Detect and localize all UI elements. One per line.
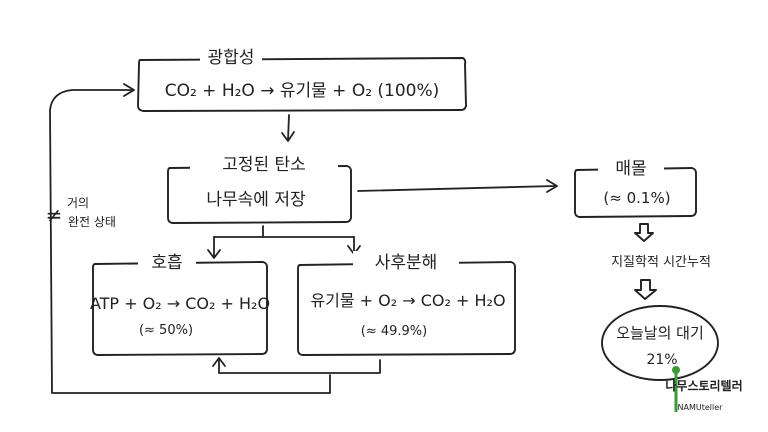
connector-respiration-decomposition (212, 357, 381, 374)
burial-box (574, 167, 697, 218)
balance-note: ≠ 거의 완전 상태 (46, 196, 116, 229)
atmosphere-percent: 21% (646, 352, 677, 368)
burial-title: 매몰 (615, 159, 646, 179)
balance-symbol: ≠ (46, 203, 63, 227)
decomposition-equation: 유기물 + O₂ → CO₂ + H₂O (310, 291, 505, 310)
balance-note-line2: 완전 상태 (68, 215, 116, 229)
logo-sub: NAMUteller (678, 403, 724, 412)
photosynthesis-box (137, 57, 467, 112)
respiration-node: 호흡 ATP + O₂ → CO₂ + H₂O (≈ 50%) (90, 251, 270, 356)
arrow-carbon-split (207, 225, 361, 259)
arrow-accumulation-to-atmosphere (634, 279, 657, 300)
arrow-photosynthesis-to-carbon (281, 114, 295, 142)
atmosphere-node: 오늘날의 대기 21% (601, 305, 719, 381)
respiration-title: 호흡 (151, 253, 182, 273)
decomposition-percent: (≈ 49.9%) (361, 324, 427, 339)
decomposition-node: 사후분해 유기물 + O₂ → CO₂ + H₂O (≈ 49.9%) (297, 251, 516, 356)
respiration-box (92, 261, 268, 356)
fixed-carbon-node: 고정된 탄소 나무속에 저장 (167, 152, 352, 224)
burial-percent: (≈ 0.1%) (603, 189, 670, 207)
decomposition-box (297, 261, 516, 356)
accumulation-note: 지질학적 시간누적 (611, 255, 711, 270)
fixed-carbon-title: 고정된 탄소 (222, 155, 306, 175)
arrow-burial-to-accumulation (634, 223, 654, 242)
fixed-carbon-subtitle: 나무속에 저장 (206, 190, 306, 210)
decomposition-title: 사후분해 (375, 253, 438, 273)
burial-node: 매몰 (≈ 0.1%) (574, 156, 697, 218)
respiration-percent: (≈ 50%) (139, 323, 193, 338)
logo-text: 나무스토리텔러 (665, 378, 742, 393)
fixed-carbon-box (167, 165, 352, 224)
photosynthesis-title: 광합성 (208, 48, 255, 68)
atmosphere-oval (601, 305, 719, 381)
arrow-return-to-photosynthesis (49, 83, 331, 394)
balance-note-line1: 거의 (67, 196, 89, 210)
namu-logo: 나무스토리텔러 NAMUteller (665, 366, 743, 412)
arrow-carbon-to-burial (357, 179, 558, 193)
photosynthesis-node: 광합성 CO₂ + H₂O → 유기물 + O₂ (100%) (137, 46, 467, 112)
atmosphere-title: 오늘날의 대기 (616, 324, 704, 342)
respiration-equation: ATP + O₂ → CO₂ + H₂O (90, 294, 270, 313)
photosynthesis-equation: CO₂ + H₂O → 유기물 + O₂ (100%) (165, 81, 440, 101)
